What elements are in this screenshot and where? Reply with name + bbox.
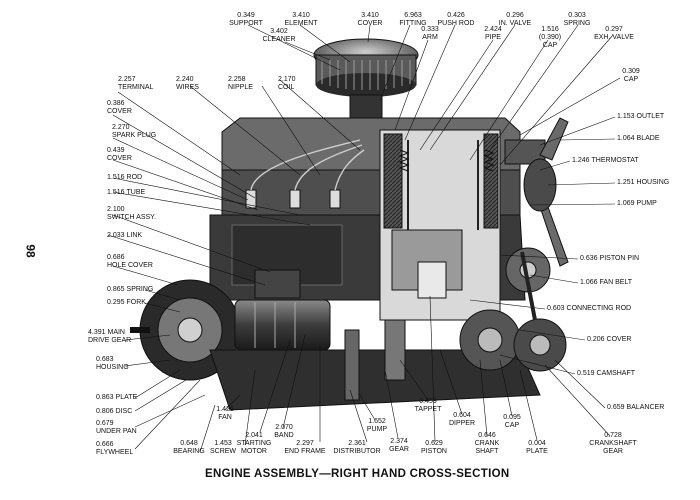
leader-lines [107, 24, 621, 453]
air-cleaner-icon [313, 38, 419, 126]
fan-icon [504, 117, 569, 372]
figure-caption: ENGINE ASSEMBLY—RIGHT HAND CROSS-SECTION [205, 468, 510, 480]
crankshaft-icon [209, 309, 541, 411]
engine-block-icon [209, 117, 526, 321]
callout-cap-top: 1.516(0.390)CAP [538, 26, 562, 49]
page-number: 98 [23, 244, 38, 258]
